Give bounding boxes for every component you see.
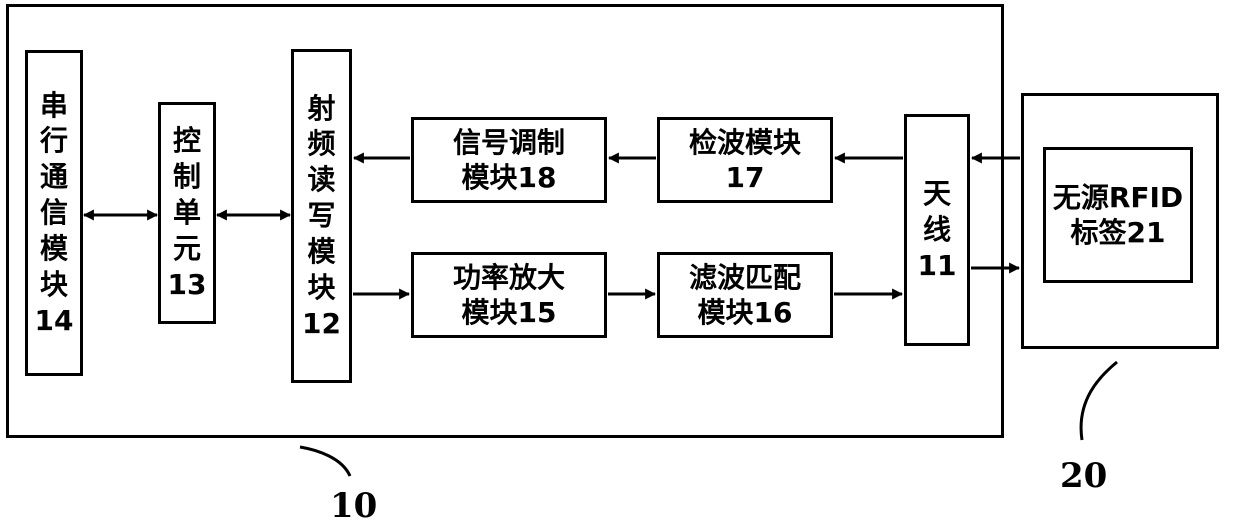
reader-reference-number: 10 <box>330 486 377 526</box>
tag-reference-number: 20 <box>1060 456 1107 496</box>
tag-leader-line <box>1081 362 1117 440</box>
reader-leader-line <box>300 447 350 476</box>
